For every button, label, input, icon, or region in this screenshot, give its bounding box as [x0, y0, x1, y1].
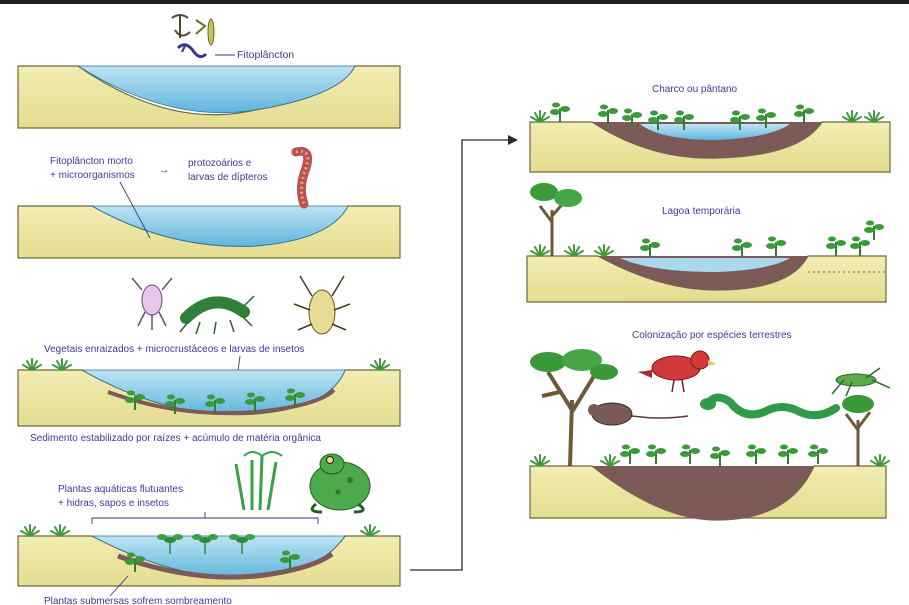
- red-bird-illustration: [638, 351, 716, 392]
- stage-4-label-2: + hidras, sapos e insetos: [58, 498, 169, 509]
- stage-2-label-right-2: larvas de dípteros: [188, 172, 268, 183]
- amphipod-illustration: [180, 296, 254, 334]
- stage-6-label: Lagoa temporária: [662, 206, 741, 217]
- stage-5-marsh: [530, 103, 890, 173]
- snake-illustration: [700, 397, 836, 415]
- stage-3-lake: [18, 359, 400, 426]
- stage-3-label-bottom: Sedimento estabilizado por raízes + acúm…: [30, 433, 321, 444]
- cattail-illustration: [236, 452, 282, 510]
- stage-1-lake: Fitoplâncton: [18, 15, 400, 128]
- stage-3-label-top: Vegetais enraizados + microcrustáceos e …: [44, 344, 304, 355]
- microcrustacean-illustration: [132, 278, 172, 330]
- stage-4-label-1: Plantas aquáticas flutuantes: [58, 484, 183, 495]
- succession-connector-arrow: [410, 135, 518, 570]
- stage-5-label: Charco ou pântano: [652, 84, 738, 95]
- grasshopper-illustration: [832, 368, 890, 396]
- insect-larva-illustration: [294, 276, 350, 334]
- stage-6-pond: [527, 183, 886, 302]
- stage-2-label-right-1: protozoários e: [188, 158, 252, 169]
- stage-2-label-left-1: Fitoplâncton morto: [50, 156, 133, 167]
- stage-2-lake: Fitoplâncton morto + microorganismos → p…: [18, 151, 400, 258]
- stage-4-label-bottom: Plantas submersas sofrem sombreamento: [44, 596, 232, 605]
- stage-1-label: Fitoplâncton: [237, 49, 294, 61]
- stage-7-land: [530, 349, 889, 520]
- stage-4-bracket: [92, 512, 318, 524]
- stage-2-arrow: →: [159, 164, 170, 176]
- rodent-illustration: [588, 403, 688, 425]
- frog-illustration: [310, 454, 370, 512]
- stage-4-lake: [18, 525, 400, 586]
- stage-7-small-tree: [842, 395, 874, 466]
- top-border: [0, 0, 909, 4]
- stage-2-label-left-2: + microorganismos: [50, 170, 135, 181]
- phytoplankton-illustration: [172, 15, 214, 57]
- stage-7-label: Colonização por espécies terrestres: [632, 330, 792, 341]
